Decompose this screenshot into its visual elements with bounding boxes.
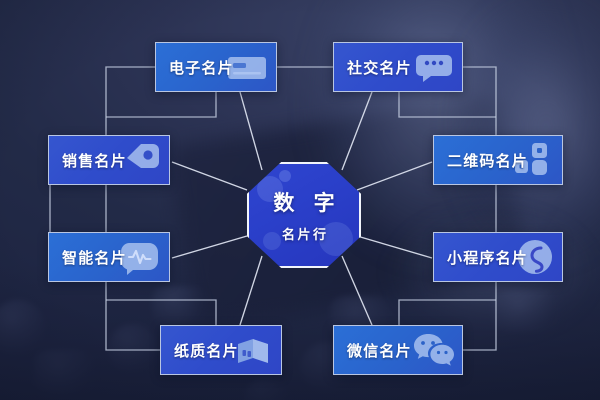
price-tag-icon bbox=[117, 138, 165, 182]
mini-program-icon bbox=[510, 235, 558, 279]
node-paper[interactable]: 纸质名片 bbox=[160, 325, 282, 375]
node-electronic[interactable]: 电子名片 bbox=[155, 42, 277, 92]
qr-code-icon bbox=[510, 138, 558, 182]
hub-digital-card[interactable]: 数 字 名片行 bbox=[247, 162, 361, 268]
hub-title-line1: 数 字 bbox=[273, 191, 341, 215]
node-qrcode-label: 二维码名片 bbox=[447, 151, 529, 170]
chat-bubble-icon bbox=[410, 45, 458, 89]
wechat-icon bbox=[410, 328, 458, 372]
open-book-icon bbox=[229, 328, 277, 372]
pulse-bubble-icon bbox=[117, 235, 165, 279]
node-sales[interactable]: 销售名片 bbox=[48, 135, 170, 185]
node-social-label: 社交名片 bbox=[347, 58, 412, 77]
hub-decor-dot-b bbox=[263, 232, 281, 250]
node-miniprogram[interactable]: 小程序名片 bbox=[433, 232, 563, 282]
node-qrcode[interactable]: 二维码名片 bbox=[433, 135, 563, 185]
node-sales-label: 销售名片 bbox=[62, 151, 127, 170]
credit-card-icon bbox=[224, 45, 272, 89]
node-wechat-label: 微信名片 bbox=[347, 341, 412, 360]
node-social[interactable]: 社交名片 bbox=[333, 42, 463, 92]
node-smart[interactable]: 智能名片 bbox=[48, 232, 170, 282]
hub-title-line2: 名片行 bbox=[281, 228, 329, 243]
node-wechat[interactable]: 微信名片 bbox=[333, 325, 463, 375]
background-bottom-fade bbox=[0, 264, 600, 400]
node-smart-label: 智能名片 bbox=[62, 248, 127, 267]
hub-decor-dot-a bbox=[279, 170, 291, 182]
node-electronic-label: 电子名片 bbox=[169, 58, 234, 77]
node-miniprogram-label: 小程序名片 bbox=[447, 248, 529, 267]
node-paper-label: 纸质名片 bbox=[174, 341, 239, 360]
